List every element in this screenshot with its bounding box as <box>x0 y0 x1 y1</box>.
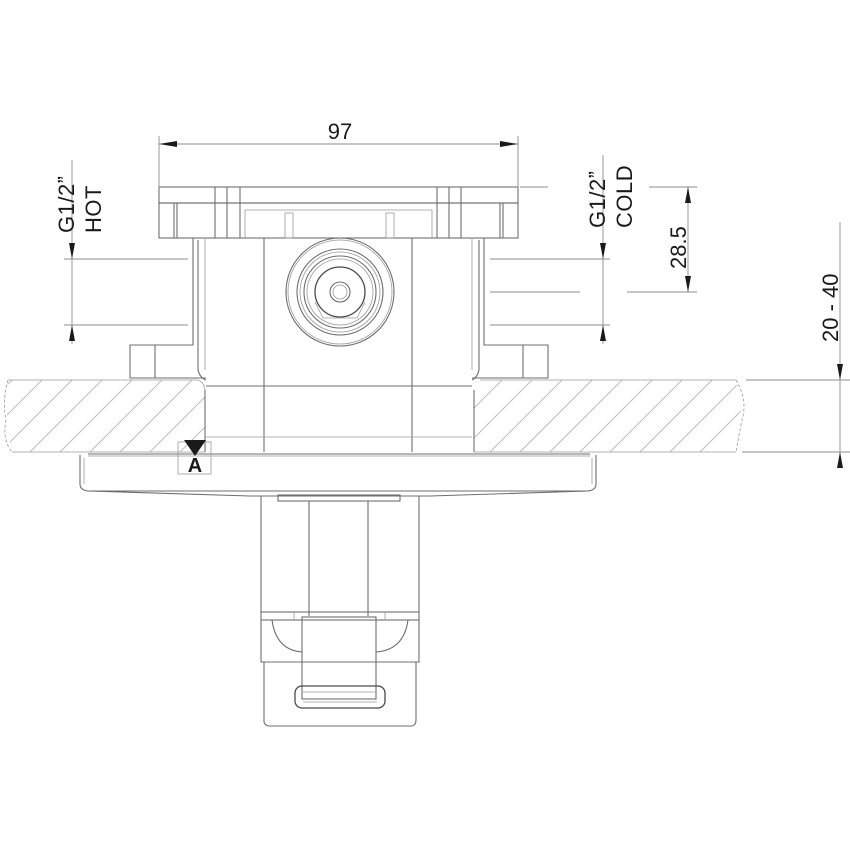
cold-inlet-dimension: G1/2ˮ COLD <box>490 155 637 344</box>
lever-handle <box>260 496 420 727</box>
dimension-inlet-spacing: 28.5 <box>627 186 697 293</box>
hot-inlet-dimension: G1/2ˮ HOT <box>54 160 188 344</box>
dimension-wall-thickness: 20 - 40 <box>742 222 850 468</box>
wall-section-right <box>474 379 745 453</box>
cold-inlet-size: G1/2ˮ <box>585 170 610 228</box>
datum-a-marker: A <box>177 440 212 477</box>
dimension-overall-width: 97 <box>158 119 519 188</box>
dimension-20-40-label: 20 - 40 <box>818 274 843 343</box>
cartridge-circles <box>285 237 395 347</box>
valve-body <box>129 186 549 452</box>
datum-a-label: A <box>188 455 202 477</box>
cold-inlet-label: COLD <box>612 165 637 228</box>
hot-inlet-label: HOT <box>81 185 106 233</box>
hot-inlet-size: G1/2ˮ <box>54 175 79 233</box>
dimension-28-5-label: 28.5 <box>666 226 691 269</box>
trim-plate <box>79 453 597 502</box>
wall-section-left <box>4 379 206 453</box>
dimension-97-label: 97 <box>328 119 352 144</box>
